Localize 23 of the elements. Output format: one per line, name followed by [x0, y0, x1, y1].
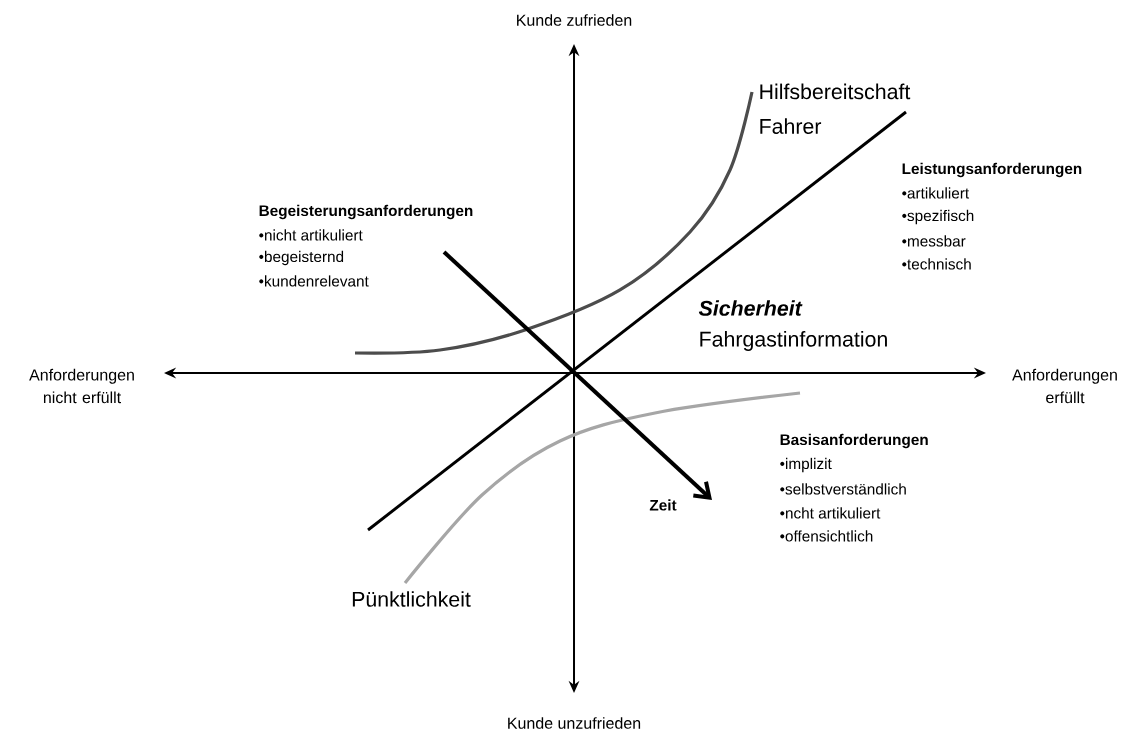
curve-label: Pünktlichkeit	[352, 591, 471, 607]
bullet-item: •nicht artikuliert	[259, 229, 363, 241]
bullet-item: •selbstverständlich	[780, 483, 906, 495]
bullet-item: •offensichtlich	[780, 530, 873, 542]
axis-label: Anforderungen erfüllt	[1012, 368, 1117, 404]
curve-label: Fahrgastinformation	[700, 331, 887, 351]
bullet-item: •messbar	[902, 235, 966, 247]
heading: Zeit	[649, 499, 677, 511]
axis-label: Anforderungen nicht erfüllt	[29, 368, 134, 404]
bullet-item: •implizit	[780, 457, 832, 473]
bullet-item: •ncht artikuliert	[780, 507, 881, 519]
bullet-item: •spezifisch	[902, 209, 974, 225]
bullet-item: •technisch	[902, 258, 971, 270]
bullet-item: •kundenrelevant	[259, 275, 369, 287]
curve-label: Sicherheit	[698, 300, 803, 316]
heading: Leistungsanforderungen	[902, 162, 1082, 178]
bullet-item: •begeisternd	[259, 250, 344, 266]
heading: Begeisterungsanforderungen	[259, 204, 473, 220]
curve-label: Hilfsbereitschaft Fahrer	[760, 83, 911, 134]
heading: Basisanforderungen	[780, 433, 928, 449]
axis-label: Kunde unzufrieden	[508, 717, 641, 729]
bullet-item: •artikuliert	[902, 187, 970, 199]
axis-label: Kunde zufrieden	[517, 14, 632, 26]
